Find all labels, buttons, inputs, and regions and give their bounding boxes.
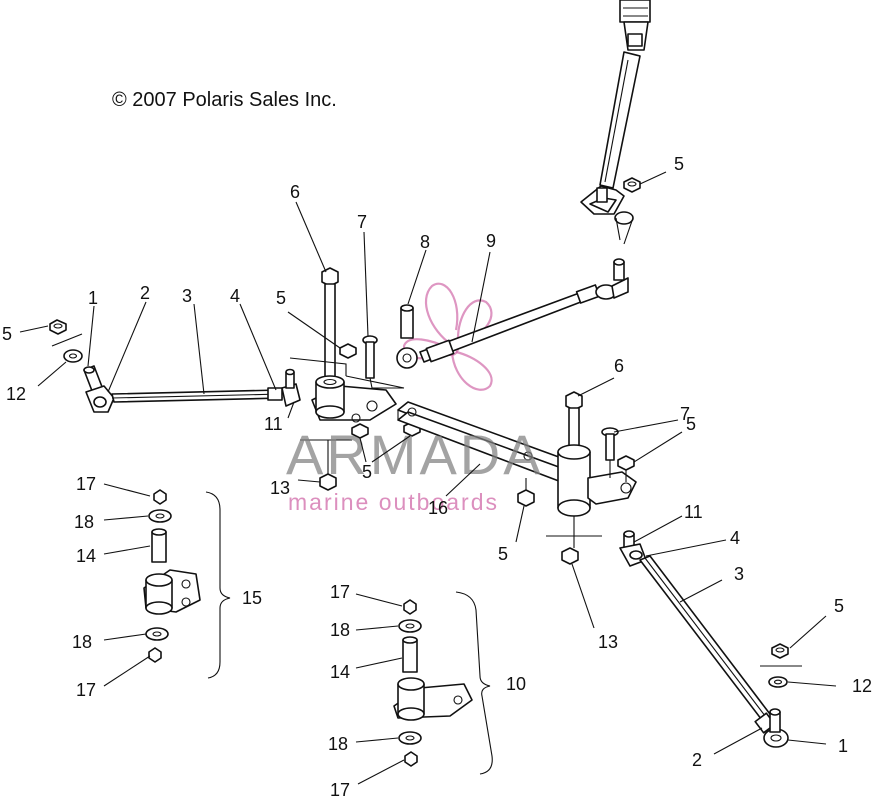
callout-numbers: 5 12 1 2 3 4 5 6 7 8 9 11 5 13 16 6 5 7 …	[2, 154, 872, 798]
callout-12: 12	[852, 676, 872, 696]
callout-13: 13	[598, 632, 618, 652]
right-idler-arm	[517, 391, 637, 565]
watermark-tagline: marine outboards	[288, 489, 499, 515]
idler-kit-15	[143, 489, 231, 679]
callout-3: 3	[182, 286, 192, 306]
callout-17: 17	[76, 680, 96, 700]
callout-18: 18	[72, 632, 92, 652]
callout-7: 7	[357, 212, 367, 232]
callout-17: 17	[330, 780, 350, 798]
callout-9: 9	[486, 231, 496, 251]
drag-link-9	[419, 258, 629, 363]
callout-5: 5	[276, 288, 286, 308]
steering-column	[580, 0, 651, 245]
callout-1: 1	[838, 736, 848, 756]
callout-1: 1	[88, 288, 98, 308]
callout-6: 6	[614, 356, 624, 376]
nut-5-right	[771, 643, 789, 659]
left-axis-line	[51, 333, 83, 347]
idler-kit-10	[393, 591, 493, 775]
callout-14: 14	[330, 662, 350, 682]
callout-15: 15	[242, 588, 262, 608]
nut-5-column	[623, 177, 641, 193]
left-tie-rod-assembly	[83, 365, 301, 413]
callout-5: 5	[2, 324, 12, 344]
washer-12-left	[63, 349, 83, 363]
callout-5: 5	[686, 414, 696, 434]
callout-13: 13	[270, 478, 290, 498]
callout-14: 14	[76, 546, 96, 566]
callout-18: 18	[328, 734, 348, 754]
callout-5: 5	[362, 462, 372, 482]
right-tie-rod-assembly	[619, 530, 789, 748]
nut-5-left	[49, 319, 67, 335]
callout-5: 5	[498, 544, 508, 564]
center-steering-arm	[289, 267, 421, 491]
callout-5: 5	[834, 596, 844, 616]
callout-2: 2	[140, 283, 150, 303]
callout-17: 17	[76, 474, 96, 494]
copyright-text: © 2007 Polaris Sales Inc.	[112, 89, 337, 111]
callout-2: 2	[692, 750, 702, 770]
leader-lines	[19, 171, 837, 785]
callout-4: 4	[230, 286, 240, 306]
callout-11: 11	[684, 502, 703, 522]
watermark-brand: ARMADA	[286, 423, 544, 486]
callout-3: 3	[734, 564, 744, 584]
callout-4: 4	[730, 528, 740, 548]
washer-12-right	[768, 676, 788, 688]
callout-12: 12	[6, 384, 26, 404]
callout-5: 5	[674, 154, 684, 174]
callout-6: 6	[290, 182, 300, 202]
callout-11: 11	[264, 414, 283, 434]
callout-7: 7	[680, 404, 690, 424]
callout-18: 18	[74, 512, 94, 532]
callout-10: 10	[506, 674, 526, 694]
callout-8: 8	[420, 232, 430, 252]
callout-17: 17	[330, 582, 350, 602]
callout-18: 18	[330, 620, 350, 640]
callout-16: 16	[428, 498, 448, 518]
